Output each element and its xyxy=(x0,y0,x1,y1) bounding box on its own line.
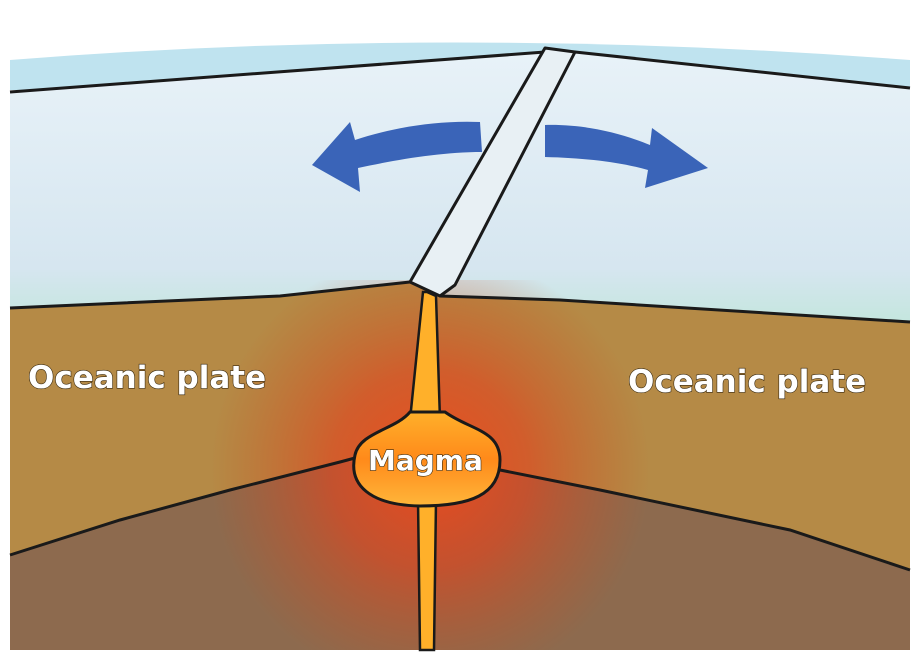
arrow-right-icon xyxy=(545,124,708,188)
arrow-left-icon xyxy=(312,121,482,192)
ocean-surface-line xyxy=(9,50,911,94)
right-plate-label: Oceanic plate xyxy=(628,364,866,400)
left-plate-label: Oceanic plate xyxy=(28,360,266,396)
magma-label: Magma xyxy=(368,444,483,477)
sea-floor-outline xyxy=(9,280,911,324)
ocean-water xyxy=(10,52,910,322)
magma-chamber xyxy=(352,410,502,508)
plate-mantle-boundary xyxy=(9,456,911,572)
magma-conduit-lower xyxy=(416,498,438,652)
rift-wall xyxy=(408,46,577,298)
